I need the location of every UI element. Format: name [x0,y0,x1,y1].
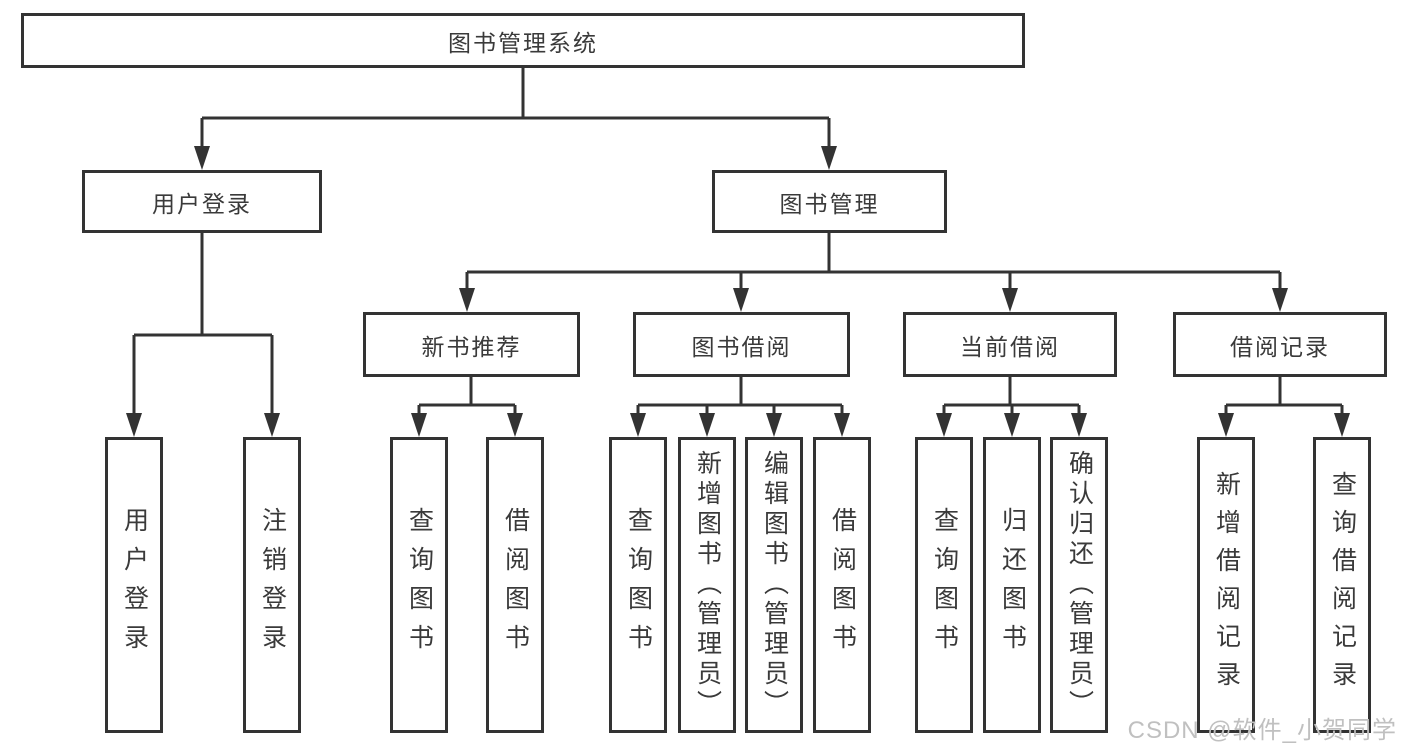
node-label: 借阅图书 [828,507,857,663]
connector-book-borrow-branch [630,377,850,437]
node-label: 查询图书 [405,507,434,663]
leaf-cb-return-books: 归还图书 [983,437,1041,733]
node-book-borrow: 图书借阅 [633,312,850,377]
arrowhead [821,146,837,170]
node-label: 新增借阅记录 [1212,471,1241,699]
arrowhead [507,413,523,437]
node-user-login: 用户登录 [82,170,322,233]
leaf-rec-search-books: 查询图书 [390,437,448,733]
arrowhead [630,413,646,437]
node-label: 查询图书 [624,507,653,663]
node-label: 图书借阅 [691,333,792,360]
leaf-rec-borrow-books: 借阅图书 [486,437,544,733]
node-book-mgmt: 图书管理 [712,170,947,233]
node-borrow-records: 借阅记录 [1173,312,1387,377]
node-current-borrow: 当前借阅 [903,312,1117,377]
node-label: 编辑图书（管理员） [760,450,789,720]
node-label: 确认归还（管理员） [1065,450,1094,720]
leaf-logout: 注销登录 [243,437,301,733]
node-label: 查询图书 [930,507,959,663]
arrowhead [699,413,715,437]
node-new-book-recommend: 新书推荐 [363,312,580,377]
arrowhead [936,413,952,437]
node-label: 新书推荐 [421,333,522,360]
node-label: 用户登录 [120,507,149,663]
leaf-bb-borrow-books: 借阅图书 [813,437,871,733]
leaf-cb-confirm-return: 确认归还（管理员） [1050,437,1108,733]
connector-root-to-level2 [194,68,837,170]
leaf-user-login: 用户登录 [105,437,163,733]
node-label: 借阅图书 [501,507,530,663]
arrowhead [733,288,749,312]
connector-book-mgmt-branch [459,233,1288,312]
arrowhead [264,413,280,437]
arrowhead [411,413,427,437]
leaf-bb-search-books: 查询图书 [609,437,667,733]
arrowhead [1272,288,1288,312]
leaf-bb-edit-books: 编辑图书（管理员） [745,437,803,733]
leaf-br-add-record: 新增借阅记录 [1197,437,1255,733]
node-label: 新增图书（管理员） [693,450,722,720]
arrowhead [1071,413,1087,437]
node-label: 用户登录 [152,190,252,217]
node-label: 图书管理 [779,190,880,217]
node-root: 图书管理系统 [21,13,1025,68]
leaf-bb-add-books: 新增图书（管理员） [678,437,736,733]
node-label: 图书管理系统 [448,29,598,56]
arrowhead [1334,413,1350,437]
connector-borrow-records-branch [1218,377,1350,437]
arrowhead [766,413,782,437]
node-label: 归还图书 [998,507,1027,663]
node-label: 注销登录 [258,507,287,663]
arrowhead [834,413,850,437]
connector-user-login-branch [126,233,280,437]
arrowhead [1218,413,1234,437]
csdn-watermark: CSDN @软件_小贺同学 [1127,717,1397,744]
connector-current-borrow-branch [936,377,1087,437]
arrowhead [194,146,210,170]
node-label: 当前借阅 [960,333,1060,360]
arrowhead [459,288,475,312]
connector-new-book-rec-branch [411,377,523,437]
leaf-cb-search-books: 查询图书 [915,437,973,733]
leaf-br-search-record: 查询借阅记录 [1313,437,1371,733]
node-label: 查询借阅记录 [1328,471,1357,699]
arrowhead [126,413,142,437]
node-label: 借阅记录 [1230,333,1330,360]
arrowhead [1002,288,1018,312]
arrowhead [1004,413,1020,437]
